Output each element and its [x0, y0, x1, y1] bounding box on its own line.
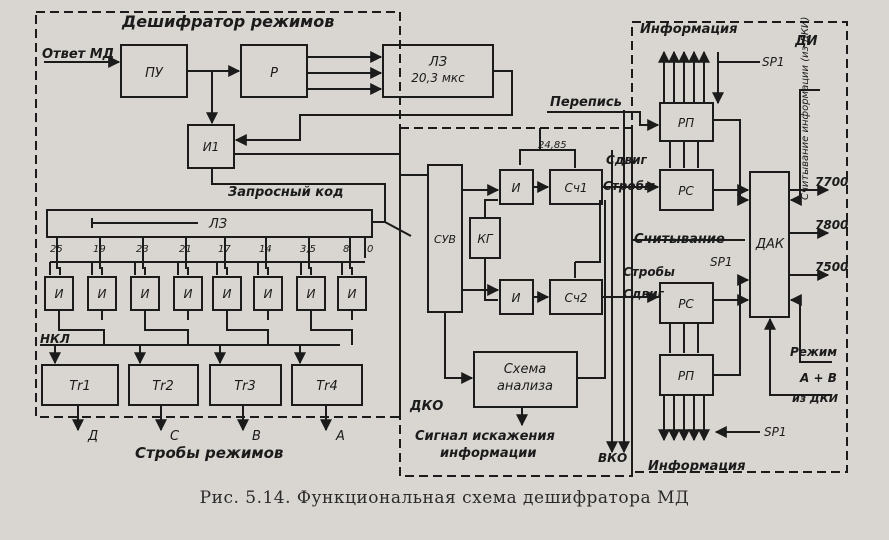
pu-label: ПУ	[145, 66, 164, 81]
decoder-region	[35, 11, 401, 418]
stroby2-label: Стробы	[623, 265, 675, 279]
sdvig-label: Сдвиг	[606, 153, 648, 167]
tr1-label: Тr1	[69, 379, 91, 394]
schityvanie-label: Считывание	[634, 232, 725, 247]
suv-label: СУВ	[434, 233, 456, 246]
tap-label: 23	[136, 244, 149, 255]
nkl-label: НКЛ	[40, 332, 70, 346]
informatsiya-bot-label: Информация	[648, 459, 746, 474]
tap-label: 3,5	[300, 244, 316, 255]
tap-label: 8	[343, 244, 349, 255]
tap-label: 14	[259, 244, 272, 255]
tap-label: 25	[50, 244, 63, 255]
di-region	[631, 21, 848, 473]
output-b-label: В	[252, 429, 261, 444]
tr4-label: Тr4	[316, 379, 338, 394]
tap-label: 19	[93, 244, 106, 255]
rs-lower-block	[659, 282, 714, 324]
and-gate-label: И	[184, 287, 193, 301]
sp1-bot-label: SP1	[764, 425, 787, 439]
and-upper-label: И	[512, 181, 521, 195]
output-7700-label: 7700	[815, 175, 848, 189]
tr3-label: Тr3	[234, 379, 256, 394]
analysis-block	[473, 351, 578, 408]
and-gate-label: И	[348, 287, 357, 301]
output-7800-label: 7800	[815, 218, 848, 232]
output-7500-label: 7500	[815, 260, 848, 274]
tr2-label: Тr2	[152, 379, 174, 394]
i1-label: И1	[203, 140, 220, 154]
signal-iskazheniya-label-2: информации	[440, 446, 536, 461]
trigger-block	[128, 364, 199, 406]
di-title: ДИ	[794, 34, 818, 49]
lz-top-label-1: ЛЗ	[428, 55, 447, 70]
and-gate-label: И	[307, 287, 316, 301]
and-gate-label: И	[223, 287, 232, 301]
schityvanie-vertical-label: Считывание информации (из ДКИ)	[800, 17, 811, 200]
rezhim-label-3: из ДКИ	[792, 392, 838, 405]
analysis-label-2: анализа	[497, 379, 553, 394]
lz-top-label-2: 20,3 мкс	[411, 71, 465, 85]
rs-lower-label: РС	[678, 297, 694, 311]
perepis-label: Перепись	[550, 95, 622, 110]
stroby-label: Стробы	[603, 179, 655, 193]
sp1-top-label: SP1	[762, 55, 785, 69]
functional-diagram: Дешифратор режимов ДКО ДИ ПУ Р ЛЗ 20,3 м…	[35, 11, 848, 477]
rezhim-label-1: Режим	[790, 345, 837, 359]
sp1-mid-label: SP1	[710, 255, 733, 269]
informatsiya-top-label: Информация	[640, 22, 738, 37]
trigger-block	[41, 364, 119, 406]
otvet-md-label: Ответ МД	[42, 47, 114, 62]
long-delay-line	[46, 209, 373, 238]
dak-block	[749, 171, 790, 318]
tap-label: 17	[218, 244, 231, 255]
and-gate-label: И	[141, 287, 150, 301]
signal-iskazheniya-label-1: Сигнал искажения	[415, 429, 555, 444]
figure-caption: Рис. 5.14. Функциональная схема дешифрат…	[199, 488, 690, 508]
rp-lower-label: РП	[678, 369, 694, 383]
rp-upper-block	[659, 102, 714, 142]
decoder-title: Дешифратор режимов	[121, 12, 334, 31]
dko-title: ДКО	[409, 399, 443, 414]
rezhim-label-2: А + В	[799, 371, 837, 385]
tap-label: 0	[367, 244, 373, 255]
rp-upper-label: РП	[678, 116, 694, 130]
sch2-label: Сч2	[564, 291, 587, 305]
output-d-label: Д	[87, 429, 98, 444]
trigger-block	[209, 364, 282, 406]
sch1-label: Сч1	[564, 181, 587, 195]
analysis-label-1: Схема	[504, 362, 547, 377]
zaprosny-kod-label: Запросный код	[228, 185, 344, 200]
rs-upper-label: РС	[678, 184, 694, 198]
dak-label: ДАК	[755, 237, 785, 252]
vko-label: ВКО	[598, 451, 627, 465]
output-c-label: С	[170, 429, 180, 444]
and-gate-label: И	[98, 287, 107, 301]
sdvig2-label: Сдвиг	[623, 287, 665, 301]
output-a-label: А	[335, 429, 345, 444]
p-label: Р	[270, 66, 278, 81]
lz-long-label: ЛЗ	[208, 217, 227, 232]
and-lower-label: И	[512, 291, 521, 305]
stroby-rezhimov-label: Стробы режимов	[135, 444, 283, 462]
and-gate-label: И	[55, 287, 64, 301]
freq-label: 24,85	[538, 140, 567, 151]
p-block	[240, 44, 308, 98]
and-gate-label: И	[264, 287, 273, 301]
and-gate-row	[44, 276, 367, 311]
tap-label: 21	[179, 244, 192, 255]
kg-label: КГ	[477, 232, 494, 246]
